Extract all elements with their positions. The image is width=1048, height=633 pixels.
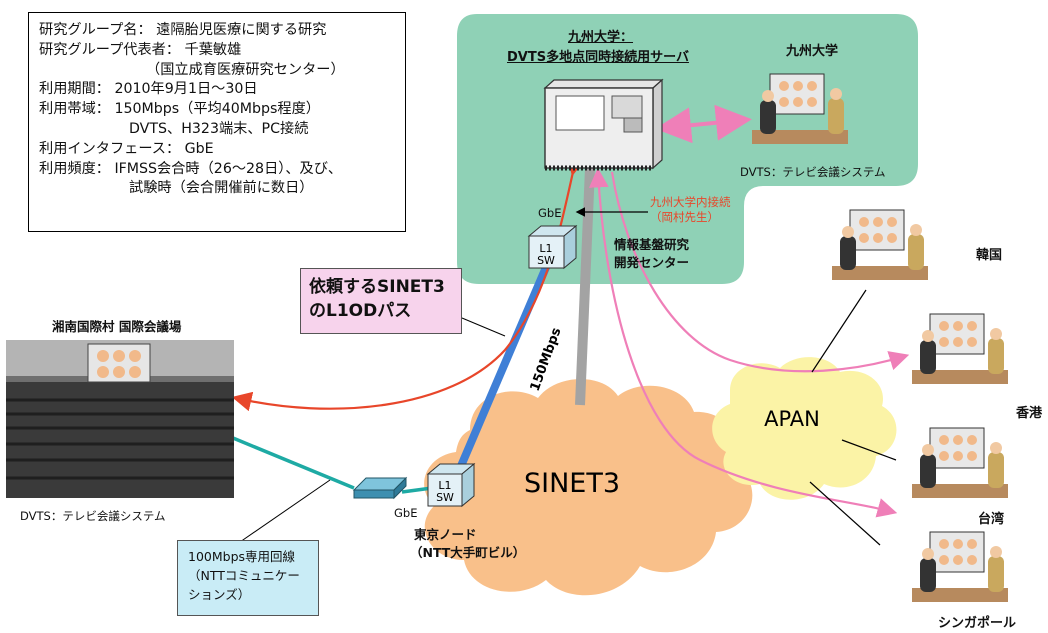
dedicated-line-callout-line-2: （NTTコミュニケー	[188, 568, 300, 583]
dedicated-line-callout-line-1: 100Mbps専用回線	[188, 549, 296, 564]
l1-switch-kyushu	[527, 224, 578, 270]
link-teal-tokyo	[401, 486, 433, 494]
center-label-2: 開発センター	[614, 255, 690, 270]
link-apan-singapore	[809, 481, 881, 546]
kyushu-sw-label-1: L1	[539, 242, 552, 255]
site-label-taiwan: 台湾	[978, 512, 1005, 527]
research-info-box: 研究グループ名： 遠隔胎児医療に関する研究 研究グループ代表者： 千葉敏雄 （国…	[28, 12, 406, 232]
gbe-switch-shonan	[352, 476, 408, 500]
info-terminals: DVTS、H323端末、PC接続	[129, 120, 309, 137]
pointer-callout-blue	[239, 479, 331, 543]
conference-scene-hongkong	[912, 313, 1008, 384]
site-label-singapore: シンガポール	[938, 616, 1017, 631]
shonan-dvts-label: DVTS：テレビ会議システム	[20, 509, 166, 523]
site-label-korea: 韓国	[976, 248, 1003, 263]
kyushu-sw-label-2: SW	[537, 254, 555, 267]
dvts-server	[543, 78, 664, 171]
kyushu-dvts-label: DVTS：テレビ会議システム	[740, 165, 886, 179]
sinet-path-callout: 依頼するSINET3 のL1ODパス	[300, 268, 462, 334]
info-frequency-test: 試験時（会合開催前に数日）	[129, 180, 314, 197]
kyushu-gbe-label: GbE	[538, 206, 562, 220]
tokyo-sw-label-2: SW	[436, 491, 454, 504]
conference-scene-korea	[832, 209, 928, 280]
apan-label: APAN	[764, 407, 820, 431]
sinet-path-callout-line-2: のL1ODパス	[309, 301, 412, 321]
conference-scene-kyushu	[752, 73, 848, 144]
dedicated-line-callout: 100Mbps専用回線 （NTTコミュニケー ションズ）	[177, 540, 319, 616]
info-representative: 研究グループ代表者： 千葉敏雄	[39, 41, 242, 58]
link-apan-korea	[811, 289, 867, 373]
tokyo-node-label-2: （NTT大手町ビル）	[410, 545, 526, 560]
info-affiliation: （国立成育医療研究センター）	[146, 61, 345, 78]
conference-scene-taiwan	[912, 427, 1008, 498]
server-title-2: DVTS多地点同時接続用サーバ	[507, 50, 689, 65]
info-frequency: 利用頻度： IFMSS会合時（26～28日）、及び、	[39, 160, 343, 177]
l1-switch-tokyo	[426, 462, 476, 508]
conference-scene-singapore	[912, 531, 1008, 602]
kyushu-univ-label: 九州大学	[786, 44, 839, 59]
site-label-hongkong: 香港	[1016, 406, 1043, 421]
center-label-1: 情報基盤研究	[614, 237, 690, 252]
link-pink-kyushu	[655, 104, 752, 144]
tokyo-sw-label-1: L1	[438, 479, 451, 492]
link-pink-taiwan	[588, 167, 898, 518]
auditorium-photo	[6, 340, 234, 498]
sinet3-label: SINET3	[524, 468, 620, 499]
link-teal-shonan	[232, 436, 355, 490]
shonan-gbe-label: GbE	[394, 506, 418, 520]
shonan-title: 湘南国際村 国際会議場	[52, 319, 182, 334]
sinet-path-callout-line-1: 依頼するSINET3	[309, 277, 445, 297]
info-period: 利用期間： 2010年9月1日～30日	[39, 81, 258, 98]
server-title-1: 九州大学：	[568, 30, 634, 45]
link-pink-hongkong	[610, 171, 910, 373]
kyushu-internal-label-2: （岡村先生）	[650, 210, 719, 224]
info-group-name: 研究グループ名： 遠隔胎児医療に関する研究	[39, 22, 327, 38]
kyushu-internal-label-1: 九州大学内接続	[650, 195, 731, 209]
pointer-callout-pink	[461, 317, 506, 337]
link-apan-taiwan	[841, 439, 897, 461]
dedicated-line-callout-line-3: ションズ）	[188, 587, 251, 602]
tokyo-node-label-1: 東京ノード	[414, 527, 477, 542]
info-interface: 利用インタフェース： GbE	[39, 140, 214, 157]
info-bandwidth: 利用帯域： 150Mbps（平均40Mbps程度）	[39, 101, 320, 118]
